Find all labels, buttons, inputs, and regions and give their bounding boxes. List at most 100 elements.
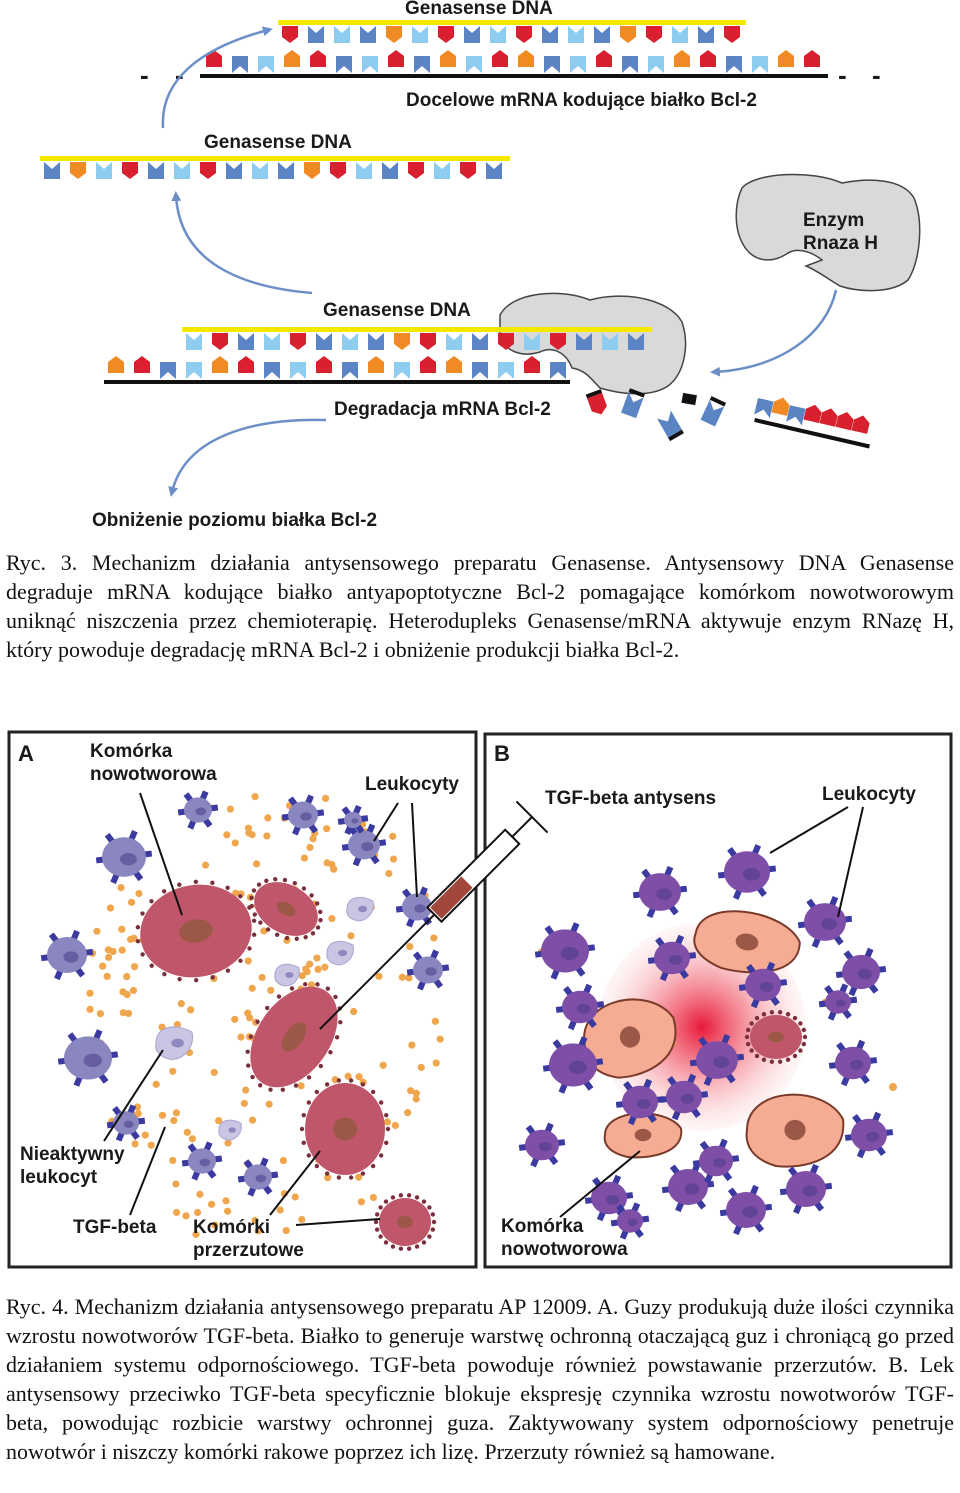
leukocyte xyxy=(406,949,450,991)
degradation-label: Degradacja mRNA Bcl-2 xyxy=(334,399,551,420)
tgf-beta-dot xyxy=(412,1095,420,1103)
metastatic-cells-label-2: przerzutowe xyxy=(193,1240,304,1261)
cell-villus xyxy=(252,912,258,917)
mrna-fragments xyxy=(585,388,870,449)
tgf-beta-dot xyxy=(119,988,127,996)
tgf-beta-label: TGF-beta xyxy=(73,1217,157,1238)
nucleotide-base xyxy=(70,162,86,179)
cell-nucleus xyxy=(619,1026,641,1048)
nucleotide-base xyxy=(206,50,222,67)
tumor-cell xyxy=(245,982,343,1092)
nucleotide-base xyxy=(542,26,558,43)
cell-villus xyxy=(414,1244,420,1249)
tgf-beta-dot xyxy=(391,1121,400,1130)
nucleotide-base xyxy=(342,362,358,379)
cell-villus xyxy=(360,1082,366,1087)
cell-villus xyxy=(284,935,290,941)
cell-villus xyxy=(294,936,299,941)
cell-nucleus xyxy=(713,1056,730,1068)
cell-nucleus xyxy=(199,1158,211,1167)
cell-spike xyxy=(550,969,560,980)
nucleotide-base xyxy=(122,162,138,179)
tgf-beta-dot xyxy=(385,869,393,878)
nucleotide-base xyxy=(360,26,376,43)
nucleotide-base xyxy=(290,362,306,379)
cell-villus xyxy=(769,1010,775,1015)
tgf-beta-dot xyxy=(231,1015,239,1023)
nucleotide-base xyxy=(282,26,298,43)
free-genasense-strand: Genasense DNA xyxy=(40,132,510,179)
activated-leukocyte xyxy=(692,1138,740,1184)
lysing-tumor-cell xyxy=(745,1093,845,1168)
cell-villus xyxy=(338,1020,343,1025)
tgf-beta-dot xyxy=(103,972,111,980)
nucleotide-base xyxy=(44,162,60,179)
cell-villus xyxy=(293,1083,299,1088)
cell-villus xyxy=(792,1015,798,1021)
cell-villus xyxy=(378,1234,383,1239)
cell-spike xyxy=(558,1083,568,1094)
tgf-beta-dot xyxy=(135,889,143,898)
panel-a-pointer-lines xyxy=(103,792,418,1226)
cell-villus xyxy=(348,1078,354,1083)
tgf-beta-dot xyxy=(106,904,115,912)
dash-mark: - xyxy=(838,60,847,90)
dash-mark: - xyxy=(140,60,149,90)
tgf-beta-dot xyxy=(321,794,330,802)
cell-villus xyxy=(248,1034,254,1039)
tgf-beta-dot xyxy=(118,925,126,933)
nucleotide-base xyxy=(620,26,636,43)
nucleotide-base xyxy=(382,162,398,179)
tumor-cell-label-b-1: Komórka xyxy=(501,1216,584,1237)
cell-nucleus xyxy=(255,1174,267,1183)
cell-villus xyxy=(276,994,282,999)
cell-villus xyxy=(745,1041,751,1047)
cell-nucleus xyxy=(668,954,683,965)
nucleotide-base xyxy=(472,333,488,350)
cell-villus xyxy=(315,925,321,930)
cell-nucleus xyxy=(742,1206,758,1218)
nucleotide-base xyxy=(524,333,540,350)
tgf-beta-dot xyxy=(105,953,113,961)
cell-villus xyxy=(268,1087,273,1092)
cell-villus xyxy=(360,1171,366,1176)
cell-villus xyxy=(430,1212,436,1217)
cell-villus xyxy=(334,1035,340,1040)
tgf-beta-dot xyxy=(169,1067,177,1075)
nucleotide-base xyxy=(628,333,644,350)
genasense-bases-middle xyxy=(186,333,644,350)
fragment-base xyxy=(771,397,790,416)
tgf-beta-dot xyxy=(133,1103,142,1111)
cell-villus xyxy=(370,1163,376,1169)
leukocyte xyxy=(95,830,153,884)
cell-spike xyxy=(752,844,762,855)
nucleotide-base xyxy=(518,50,534,67)
nucleotide-base xyxy=(186,362,202,379)
cell-villus xyxy=(325,986,331,991)
nucleotide-base xyxy=(672,26,688,43)
tgf-beta-dot xyxy=(182,1212,190,1220)
activated-leukocytes xyxy=(518,844,894,1240)
tgf-beta-dot xyxy=(276,1206,284,1214)
tgf-beta-dot xyxy=(267,986,275,994)
cell-villus xyxy=(315,982,320,987)
nucleotide-base xyxy=(438,26,454,43)
inactive-leukocytes-a xyxy=(155,896,374,1141)
tgf-beta-dot xyxy=(240,1099,248,1107)
cell-villus xyxy=(140,911,145,916)
tgf-beta-dot xyxy=(889,1083,897,1091)
cell-villus xyxy=(177,882,182,887)
nucleotide-base xyxy=(200,162,216,179)
antisense-label: TGF-beta antysens xyxy=(545,788,716,809)
cell-nucleus xyxy=(179,919,213,943)
nucleotide-base xyxy=(212,356,228,373)
tgf-beta-dot xyxy=(323,859,331,867)
target-mrna-label: Docelowe mRNA kodujące białko Bcl-2 xyxy=(406,90,757,111)
leukocyte xyxy=(177,790,219,830)
cell-villus xyxy=(406,1193,412,1198)
nucleotide-base xyxy=(226,162,242,179)
cell-villus xyxy=(383,1240,389,1245)
activated-leukocyte xyxy=(779,1163,833,1215)
nucleotide-base xyxy=(304,162,320,179)
tgf-beta-dot xyxy=(306,843,314,852)
